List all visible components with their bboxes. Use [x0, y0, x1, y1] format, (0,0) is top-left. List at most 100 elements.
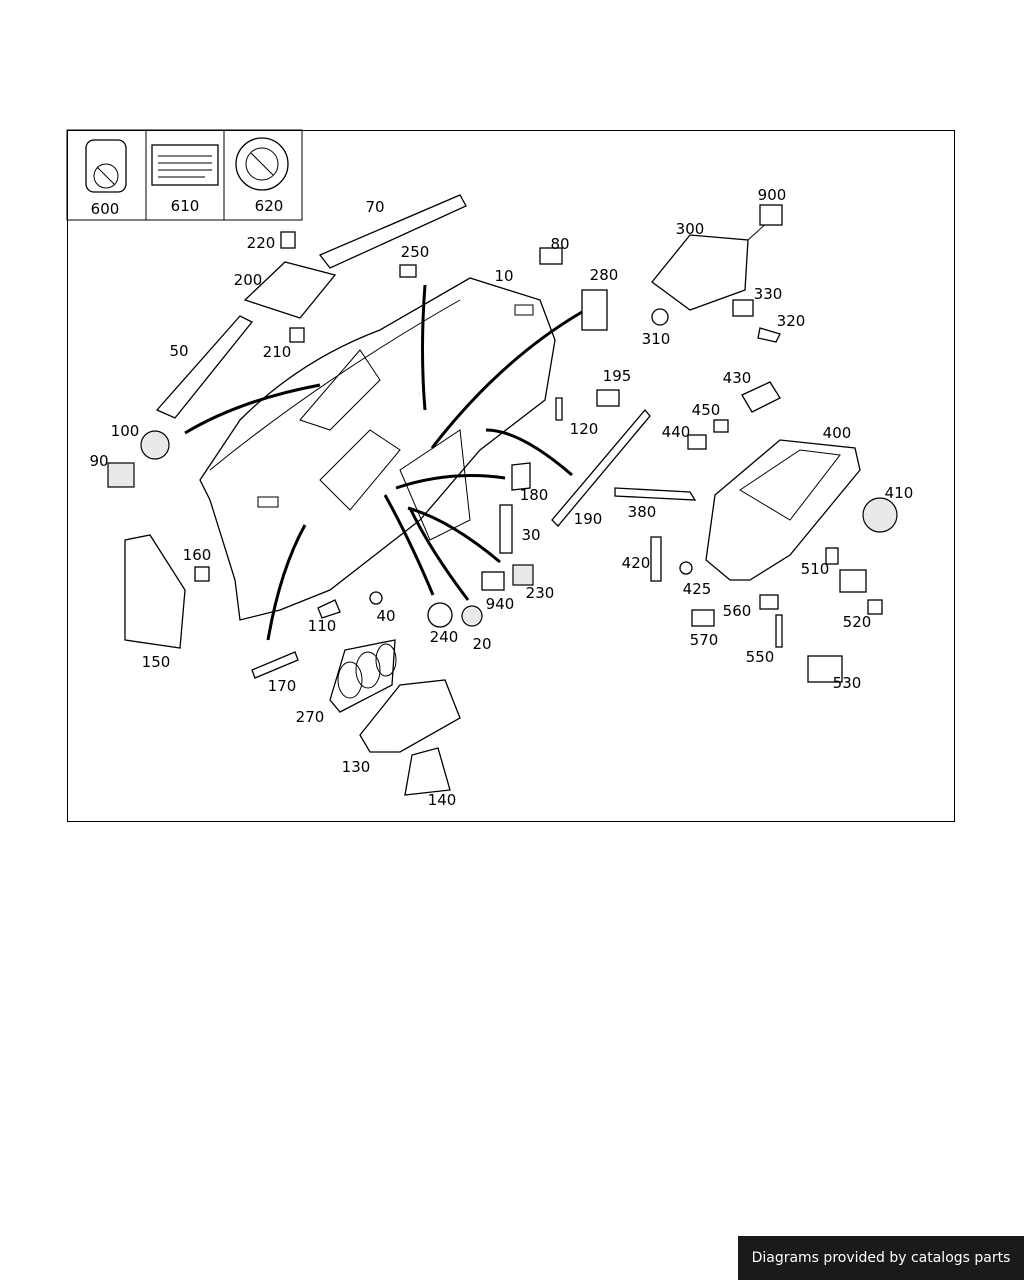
callout-220: 220	[247, 234, 276, 252]
callout-160: 160	[183, 546, 212, 564]
callout-50: 50	[169, 342, 188, 360]
callout-900: 900	[758, 186, 787, 204]
airbag-module-300[interactable]	[651, 204, 783, 311]
screw-510[interactable]	[825, 547, 839, 565]
screw-40[interactable]	[369, 591, 383, 605]
callout-170: 170	[268, 677, 297, 695]
callout-130: 130	[342, 758, 371, 776]
part-380[interactable]	[614, 487, 697, 501]
callout-400: 400	[823, 424, 852, 442]
part-450[interactable]	[713, 419, 729, 433]
callout-550: 550	[746, 648, 775, 666]
clip-110[interactable]	[317, 599, 341, 619]
part-440[interactable]	[687, 434, 707, 450]
callout-380: 380	[628, 503, 657, 521]
diagram-frame	[67, 130, 955, 822]
bezel-140[interactable]	[404, 747, 451, 796]
part-940[interactable]	[481, 571, 505, 591]
callout-560: 560	[723, 602, 752, 620]
part-100[interactable]	[140, 430, 170, 460]
callout-210: 210	[263, 343, 292, 361]
callout-40: 40	[376, 607, 395, 625]
callout-520: 520	[843, 613, 872, 631]
warning-label-610[interactable]	[151, 144, 219, 186]
part-90[interactable]	[107, 462, 135, 488]
screw-120[interactable]	[555, 397, 563, 421]
part-520b[interactable]	[839, 569, 867, 593]
cover-200[interactable]	[243, 261, 337, 319]
trim-strip-190[interactable]	[551, 408, 651, 527]
vent-280[interactable]	[581, 289, 608, 331]
warning-label-620[interactable]	[235, 137, 289, 191]
callout-430: 430	[723, 369, 752, 387]
callout-120: 120	[570, 420, 599, 438]
part-570[interactable]	[691, 609, 715, 627]
part-160[interactable]	[194, 566, 210, 582]
trim-strip-50[interactable]	[155, 315, 254, 419]
part-420[interactable]	[650, 536, 662, 582]
callout-240: 240	[430, 628, 459, 646]
side-panel-150[interactable]	[124, 534, 186, 649]
label-box-row	[66, 129, 303, 221]
callout-410: 410	[885, 484, 914, 502]
callout-600: 600	[91, 200, 120, 218]
part-180[interactable]	[511, 462, 531, 491]
callout-250: 250	[401, 243, 430, 261]
callout-530: 530	[833, 674, 862, 692]
glovebox-400[interactable]	[705, 439, 861, 581]
callout-230: 230	[526, 584, 555, 602]
part-560[interactable]	[759, 594, 779, 610]
callout-180: 180	[520, 486, 549, 504]
callout-330: 330	[754, 285, 783, 303]
callout-440: 440	[662, 423, 691, 441]
callout-labels: 600 610 620 70 220 200 250 10 80 280 300…	[89, 186, 913, 809]
callout-190: 190	[574, 510, 603, 528]
cluster-cover-130[interactable]	[359, 679, 461, 753]
screw-320[interactable]	[757, 327, 781, 343]
callout-70: 70	[365, 198, 384, 216]
callout-110: 110	[308, 617, 337, 635]
part-410[interactable]	[862, 497, 898, 533]
part-310[interactable]	[651, 308, 669, 326]
callout-10: 10	[494, 267, 513, 285]
clip-250[interactable]	[399, 264, 417, 278]
leader-lines	[184, 284, 583, 641]
dashboard-carrier[interactable]	[199, 277, 556, 621]
callout-620: 620	[255, 197, 284, 215]
callout-80: 80	[550, 235, 569, 253]
ring-240[interactable]	[427, 602, 453, 628]
callout-610: 610	[171, 197, 200, 215]
callout-280: 280	[590, 266, 619, 284]
callout-270: 270	[296, 708, 325, 726]
part-30[interactable]	[499, 504, 513, 554]
callout-510: 510	[801, 560, 830, 578]
part-80[interactable]	[539, 247, 563, 265]
part-520[interactable]	[867, 599, 883, 615]
knob-20[interactable]	[461, 605, 483, 627]
part-330[interactable]	[732, 299, 754, 317]
callout-30: 30	[521, 526, 540, 544]
screw-550[interactable]	[775, 614, 783, 648]
switch-195[interactable]	[596, 389, 620, 407]
part-425[interactable]	[679, 561, 693, 575]
callout-420: 420	[622, 554, 651, 572]
strip-170[interactable]	[251, 651, 299, 679]
callout-940: 940	[486, 595, 515, 613]
callout-195: 195	[603, 367, 632, 385]
trim-strip-70[interactable]	[318, 194, 467, 269]
callout-90: 90	[89, 452, 108, 470]
switch-530[interactable]	[807, 655, 843, 683]
callout-570: 570	[690, 631, 719, 649]
callout-300: 300	[676, 220, 705, 238]
callout-100: 100	[111, 422, 140, 440]
callout-320: 320	[777, 312, 806, 330]
attribution-banner: Diagrams provided by catalogs parts	[738, 1236, 1024, 1280]
callout-140: 140	[428, 791, 457, 809]
warning-label-600[interactable]	[85, 139, 127, 193]
part-230[interactable]	[512, 564, 534, 586]
part-220[interactable]	[280, 231, 296, 249]
part-210[interactable]	[289, 327, 305, 343]
part-430[interactable]	[741, 381, 781, 413]
callout-150: 150	[142, 653, 171, 671]
instrument-cluster-270[interactable]	[329, 639, 397, 713]
